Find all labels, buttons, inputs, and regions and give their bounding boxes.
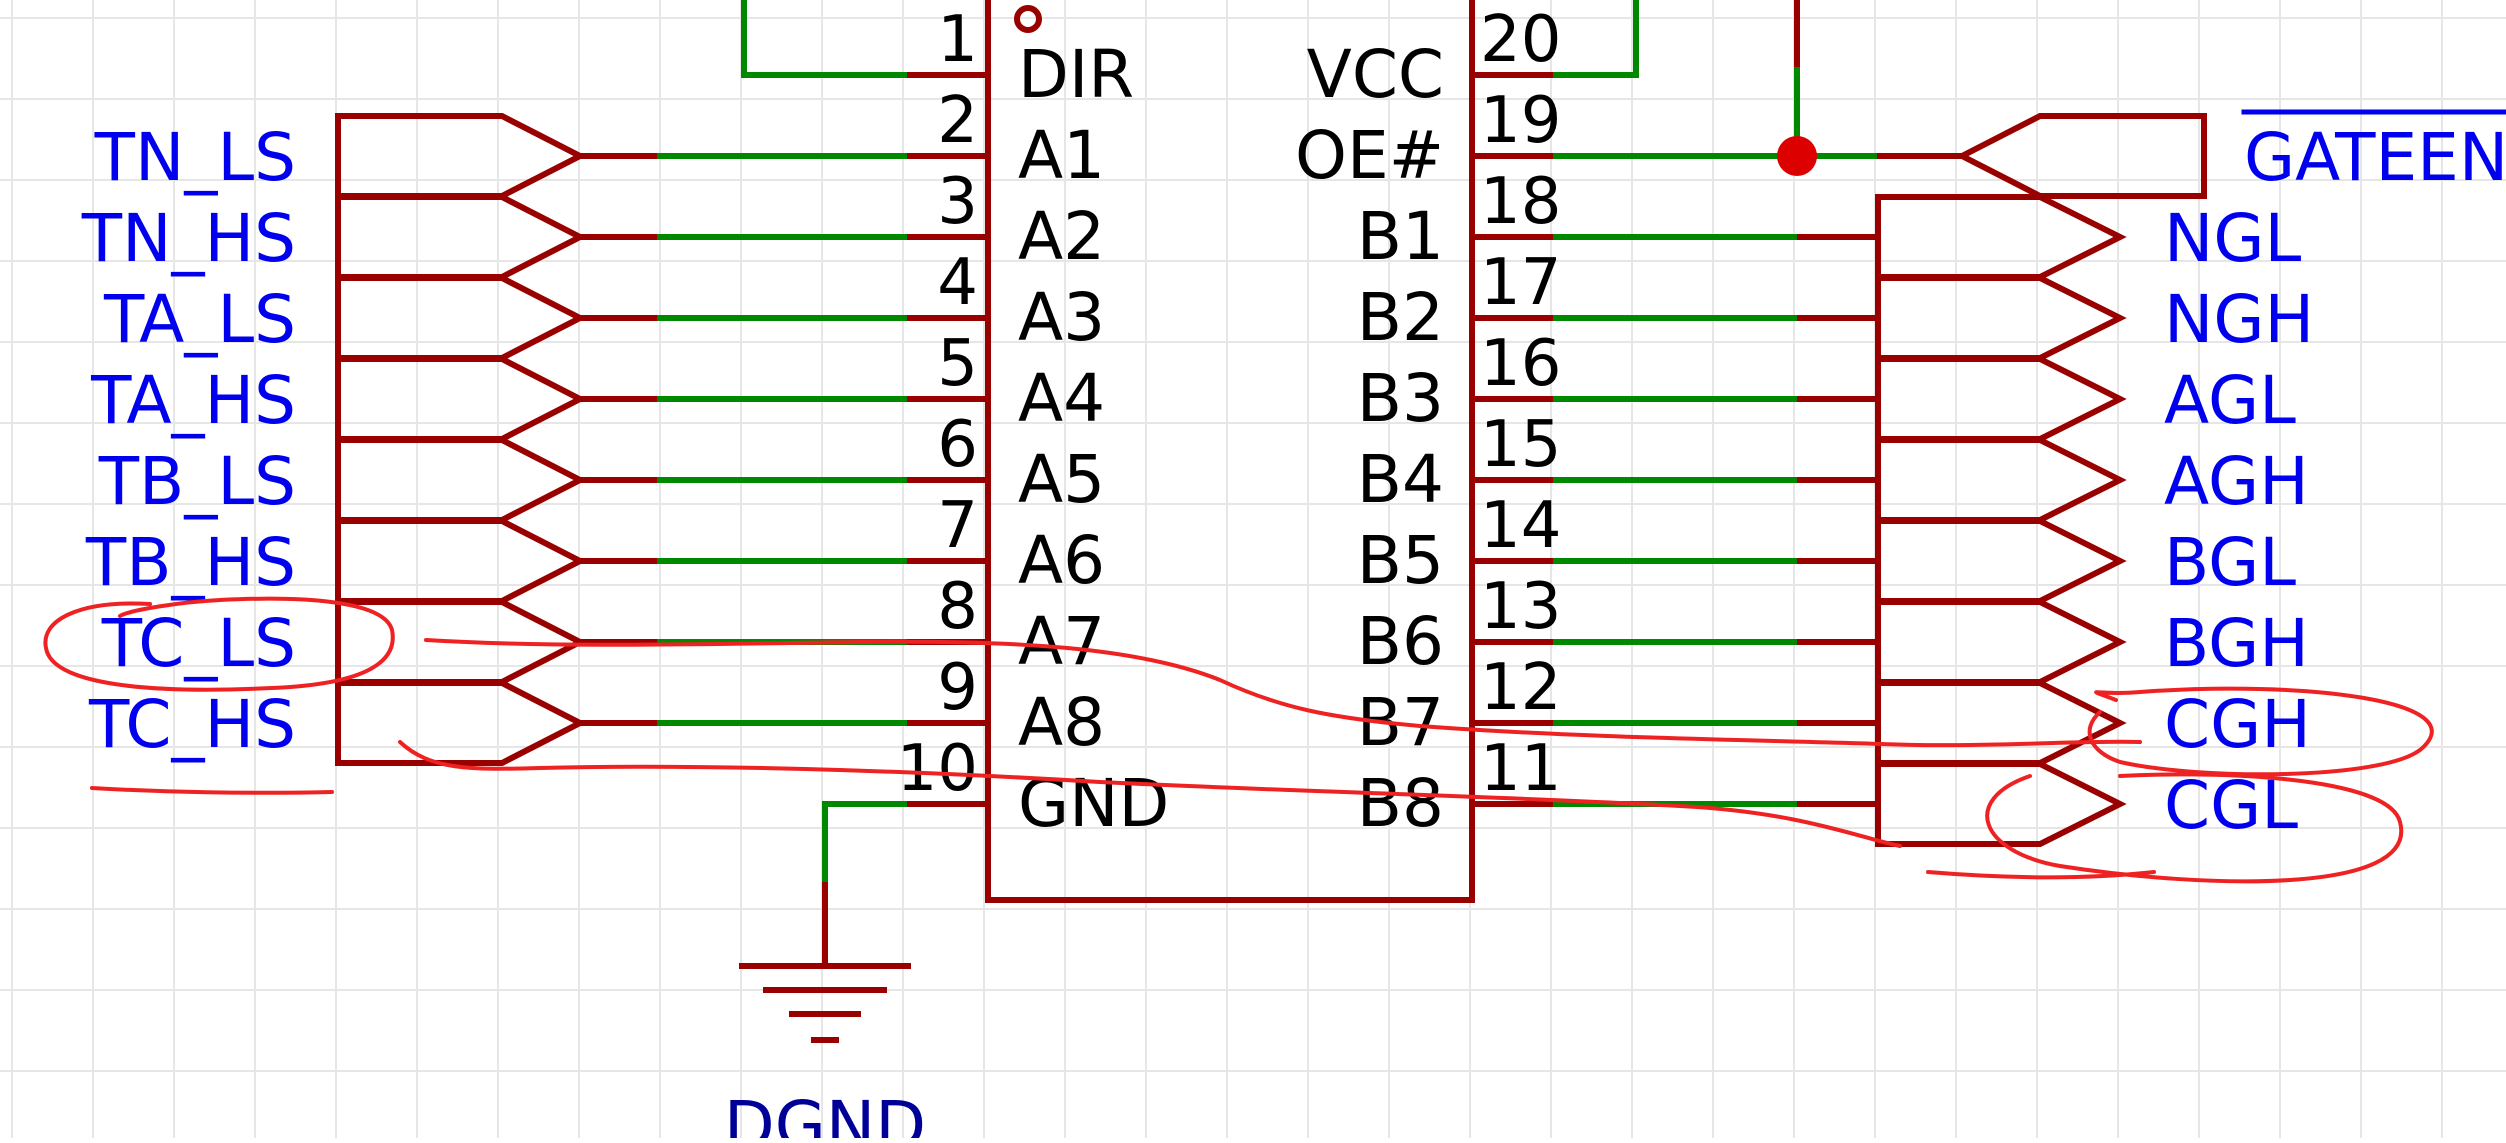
junction-dot-icon: [1777, 136, 1817, 176]
net-label-left: TC_LS: [101, 605, 296, 682]
pin-number-left: 4: [937, 246, 978, 320]
pin-name-right: B6: [1357, 603, 1444, 680]
net-label-left: TA_LS: [103, 281, 296, 358]
pin-name-left: A4: [1018, 360, 1105, 437]
net-label-right: NGH: [2164, 281, 2314, 358]
ic-symbol: [739, 0, 1553, 1043]
red-annotations: [43, 596, 2434, 884]
pin-number-right: 11: [1480, 732, 1561, 806]
net-label-right: CGH: [2164, 686, 2311, 763]
net-label-left: TN_LS: [94, 119, 296, 196]
net-label-gateen: GATEEN: [2244, 119, 2506, 196]
pin-number-right: 13: [1480, 570, 1561, 644]
vcc-wire: [1550, 0, 1639, 78]
pin-name-right: B8: [1357, 765, 1444, 842]
net-label-left: TA_HS: [90, 362, 296, 439]
pin-name-left: A3: [1018, 279, 1105, 356]
net-label-right: NGL: [2164, 200, 2302, 277]
pin-name-left: A1: [1018, 117, 1105, 194]
annotation-circle-cgl: [1985, 772, 2404, 884]
annotation-circle-cgh: [2087, 686, 2434, 777]
pin-number-right: 17: [1480, 246, 1561, 320]
pin-number-left: 9: [937, 651, 978, 725]
pin-number-right: 15: [1480, 408, 1561, 482]
pin-name-left: GND: [1018, 765, 1169, 842]
pin-number-right: 16: [1480, 327, 1561, 401]
pin-name-left: A7: [1018, 603, 1105, 680]
net-label-right: BGL: [2164, 524, 2296, 601]
net-label-right: AGH: [2164, 443, 2309, 520]
pin-number-right: 20: [1480, 3, 1561, 77]
net-label-left: TC_HS: [88, 686, 296, 763]
annotation-stroke-lower: [398, 740, 1902, 848]
annotation-circle-tc-ls: [43, 596, 395, 692]
pin-name-right: B4: [1357, 441, 1444, 518]
pin-number-left: 10: [897, 732, 978, 806]
pin1-marker-icon: [1014, 5, 1042, 33]
annotation-stroke-upper: [424, 638, 2142, 748]
net-label-left: TN_HS: [81, 200, 296, 277]
net-label-right: AGL: [2164, 362, 2296, 439]
pin-number-left: 7: [937, 489, 978, 563]
pin-number-left: 1: [937, 3, 978, 77]
pin-name-right: OE#: [1295, 117, 1444, 194]
pin-number-right: 12: [1480, 651, 1561, 725]
wires: [577, 0, 1965, 969]
pin-number-left: 5: [937, 327, 978, 401]
net-ports: [335, 113, 2207, 847]
pin-number-left: 8: [937, 570, 978, 644]
annotation-underline-cgl: [1926, 870, 2156, 880]
pin-name-left: A8: [1018, 684, 1105, 761]
net-label-right: BGH: [2164, 605, 2309, 682]
pin-name-right: B2: [1357, 279, 1444, 356]
pin-name-right: B3: [1357, 360, 1444, 437]
ground-label: DGND: [724, 1087, 926, 1138]
dir-wire: [741, 0, 910, 78]
net-label-left: TB_LS: [98, 443, 296, 520]
gnd-wire: [822, 801, 910, 885]
pin-name-right: VCC: [1307, 36, 1444, 113]
pin-name-left: A2: [1018, 198, 1105, 275]
pin-number-left: 3: [937, 165, 978, 239]
pin-number-right: 14: [1480, 489, 1561, 563]
pin-number-left: 6: [937, 408, 978, 482]
pin-number-right: 19: [1480, 84, 1561, 158]
pin-number-left: 2: [937, 84, 978, 158]
pin-name-right: B1: [1357, 198, 1444, 275]
pin-name-left: DIR: [1018, 36, 1134, 113]
pin-number-right: 18: [1480, 165, 1561, 239]
pin-name-left: A5: [1018, 441, 1105, 518]
ic-body-outline: [985, 0, 1475, 903]
pin-name-right: B5: [1357, 522, 1444, 599]
net-label-left: TB_HS: [85, 524, 296, 601]
labels: 1 DIR 2 A1 3 A2 4 A3 5 A4 6 A5 7 A6 8 A7 9 A8 10 GND 20 VCC 19…: [81, 3, 2506, 1143]
pin-name-left: A6: [1018, 522, 1105, 599]
net-port-gateen: [1960, 113, 2207, 199]
annotation-underline-tc-hs: [90, 786, 334, 795]
net-port-right: [1878, 761, 2127, 847]
